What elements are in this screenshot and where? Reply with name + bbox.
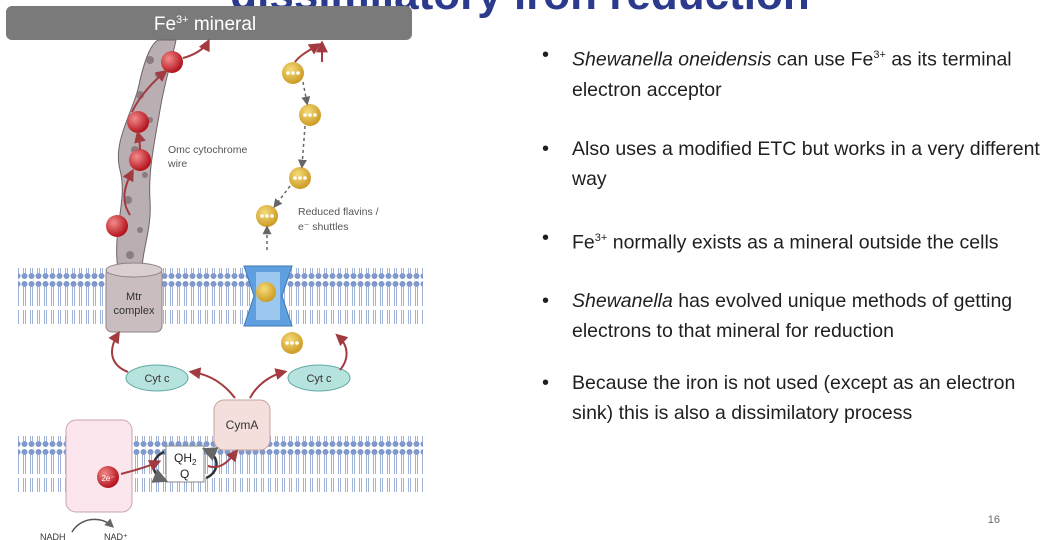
genus-name: Shewanella [572,290,673,312]
bullet-item: Also uses a modified ETC but works in a … [540,134,1040,194]
svg-text:Cyt c: Cyt c [306,373,332,385]
svg-text:Mtr: Mtr [126,291,142,303]
svg-text:2e⁻: 2e⁻ [101,474,114,483]
omc-label: Omc cytochrome [168,144,248,156]
electron-icon [97,466,119,488]
bullet-item: Because the iron is not used (except as … [540,368,1040,428]
omc-label: wire [167,158,187,170]
cytc-left: Cyt c [125,364,189,392]
mtr-complex: Mtr complex [105,262,163,333]
svg-text:Cyt c: Cyt c [144,373,170,385]
bullet-list: Shewanella oneidensis can use Fe3+ as it… [540,40,1040,457]
electron-icon [106,215,128,237]
omc-cytochrome-wire [106,38,210,271]
svg-text:Q: Q [180,467,189,481]
nad-label: NAD⁺ [104,532,128,540]
cytc-right: Cyt c [287,364,351,392]
flavin-label: Reduced flavins / [298,206,379,218]
electron-icon [161,51,183,73]
flavin-label: e⁻ shuttles [298,221,349,233]
svg-text:CymA: CymA [226,418,259,432]
nadh-label: NADH [40,532,66,540]
flavin-shuttles [256,40,328,354]
cyma-protein: CymA [213,399,271,451]
quinone-cycle: QH2 Q [151,445,219,483]
bullet-item: Shewanella has evolved unique methods of… [540,286,1040,346]
electron-icon [127,111,149,133]
page-number: 16 [987,514,1000,526]
outer-membrane [18,268,423,324]
bullet-item: Fe3+ normally exists as a mineral outsid… [540,223,1040,258]
svg-text:Fe3+ mineral: Fe3+ mineral [154,14,256,35]
svg-text:complex: complex [114,305,155,317]
electron-icon [129,149,151,171]
dehydrogenase-complex: 2e⁻ [65,419,133,513]
species-name: Shewanella oneidensis [572,48,772,71]
bullet-item: Shewanella oneidensis can use Fe3+ as it… [540,40,1040,105]
fe3-mineral-bar: Fe3+ mineral [6,6,412,40]
shewanella-diagram: Fe3+ mineral Omc cytochrome wire Mtr com… [6,6,423,540]
svg-text:QH2: QH2 [174,451,197,467]
